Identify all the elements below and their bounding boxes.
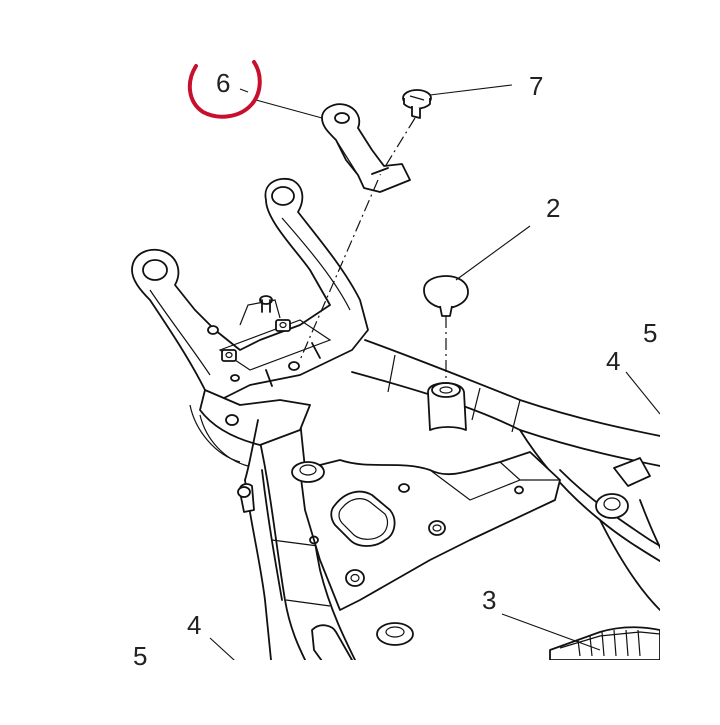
frame-cross-plate [299,451,561,611]
grommet-seat [427,382,467,431]
callout-5-right: 5 [643,318,657,348]
part-6-bracket [299,103,411,361]
callout-7: 7 [529,71,543,101]
part-3-strip [549,626,660,660]
callout-6: 6 [216,68,230,98]
leader-lines [209,84,660,660]
frame-mount-bosses [238,457,651,646]
callout-2: 2 [546,193,560,223]
callout-5-left: 5 [133,641,147,671]
callout-4-right: 4 [606,346,620,376]
frame-left-lower [237,419,353,660]
callout-6-highlight-ring [187,60,262,119]
frame-right-lower-rail [599,499,660,611]
callout-4-left: 4 [187,610,201,640]
part-7-screw [379,89,432,176]
part-2-grommet [423,275,469,380]
callout-3: 3 [482,585,496,615]
upper-bracket [131,178,369,467]
